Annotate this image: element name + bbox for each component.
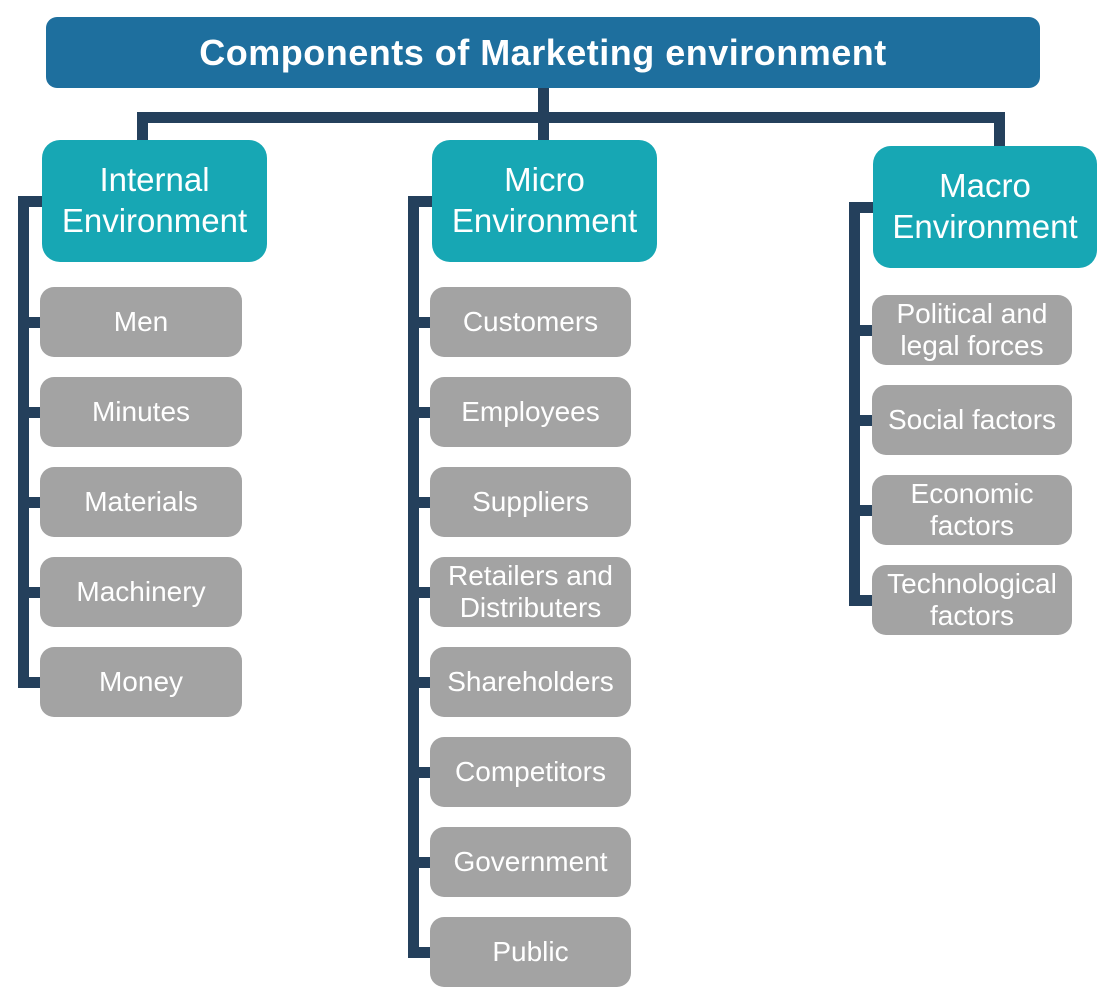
connector-stub <box>408 586 438 598</box>
connector-stub <box>18 406 48 418</box>
connector-spine-internal <box>18 195 29 688</box>
branch-item: Government <box>430 827 631 897</box>
branch-header-micro: Micro Environment <box>432 140 657 262</box>
connector-stub <box>18 496 48 508</box>
connector-stub <box>849 504 880 516</box>
branch-item: Social factors <box>872 385 1072 455</box>
connector-stub <box>408 946 438 958</box>
connector-stub <box>849 594 880 606</box>
branch-item: Machinery <box>40 557 242 627</box>
branch-header-macro: Macro Environment <box>873 146 1097 268</box>
connector-stub <box>408 406 438 418</box>
branch-item: Political and legal forces <box>872 295 1072 365</box>
branch-item: Minutes <box>40 377 242 447</box>
diagram-title: Components of Marketing environment <box>46 17 1040 88</box>
branch-header-internal: Internal Environment <box>42 140 267 262</box>
branch-item: Men <box>40 287 242 357</box>
connector-stub <box>408 496 438 508</box>
connector-stub <box>408 856 438 868</box>
branch-item: Retailers and Distributers <box>430 557 631 627</box>
connector-stub <box>408 766 438 778</box>
connector-stub <box>408 316 438 328</box>
connector-drop-macro <box>994 112 1005 150</box>
branch-item: Suppliers <box>430 467 631 537</box>
connector-stub <box>18 676 48 688</box>
branch-item: Economic factors <box>872 475 1072 545</box>
branch-item: Competitors <box>430 737 631 807</box>
connector-stub <box>849 414 880 426</box>
connector-stub <box>408 676 438 688</box>
connector-spine-micro <box>408 195 419 958</box>
branch-item: Public <box>430 917 631 987</box>
connector-stub-macro-header <box>849 201 881 213</box>
connector-drop-internal <box>137 112 148 144</box>
connector-spine-macro <box>849 201 860 606</box>
connector-stub-micro-header <box>408 195 440 207</box>
branch-item: Employees <box>430 377 631 447</box>
connector-stub <box>849 324 880 336</box>
connector-stub <box>18 586 48 598</box>
branch-item: Customers <box>430 287 631 357</box>
branch-item: Money <box>40 647 242 717</box>
branch-item: Materials <box>40 467 242 537</box>
connector-horizontal-bar <box>137 112 1005 123</box>
connector-stub <box>18 316 48 328</box>
connector-stub-internal-header <box>18 195 50 207</box>
branch-item: Technological factors <box>872 565 1072 635</box>
branch-item: Shareholders <box>430 647 631 717</box>
